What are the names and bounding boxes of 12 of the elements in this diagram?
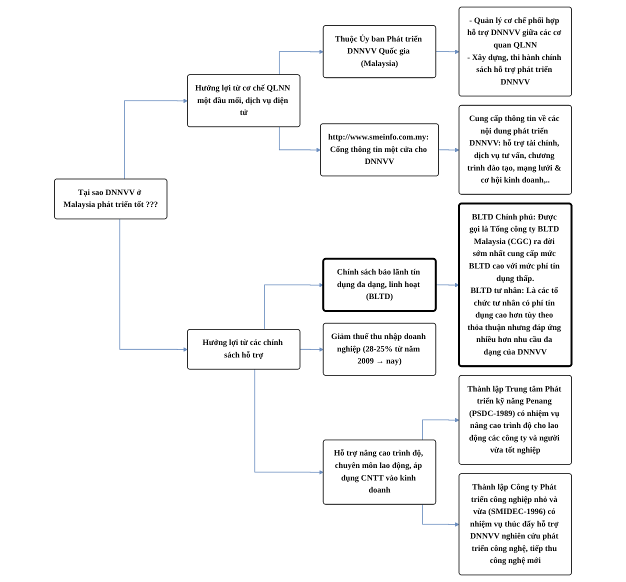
- arrow: [422, 504, 460, 527]
- arrow: [422, 418, 460, 440]
- arrow: [254, 369, 324, 475]
- arrow: [436, 50, 460, 54]
- arrow: [119, 218, 188, 352]
- arrow: [436, 282, 460, 288]
- arrow: [124, 98, 188, 180]
- arrow: [264, 282, 324, 330]
- arrow: [278, 126, 321, 152]
- arrow: [278, 50, 324, 76]
- arrow: [300, 347, 324, 352]
- arrow: [438, 148, 460, 152]
